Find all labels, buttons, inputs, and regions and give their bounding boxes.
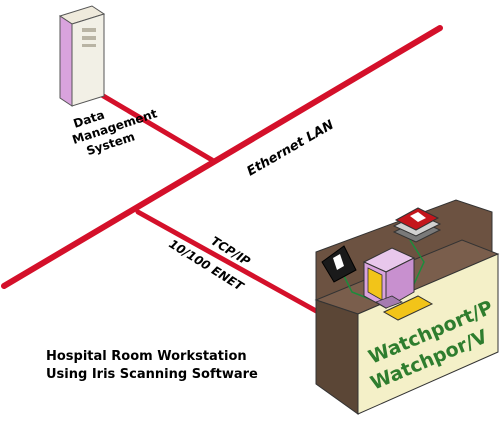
server-connection-line (97, 91, 215, 163)
workstation-caption-line-2: Using Iris Scanning Software (46, 367, 258, 382)
keyboard (382, 295, 434, 321)
watchport-device-stack (392, 207, 442, 243)
ethernet-lan-line (1, 25, 443, 289)
iris-camera-device (321, 245, 357, 283)
workstation-caption-line-1: Hospital Room Workstation (46, 349, 247, 364)
ethernet-lan-label: Ethernet LAN (245, 118, 337, 180)
workstation-monitor (362, 247, 416, 309)
server-tower (58, 5, 106, 107)
